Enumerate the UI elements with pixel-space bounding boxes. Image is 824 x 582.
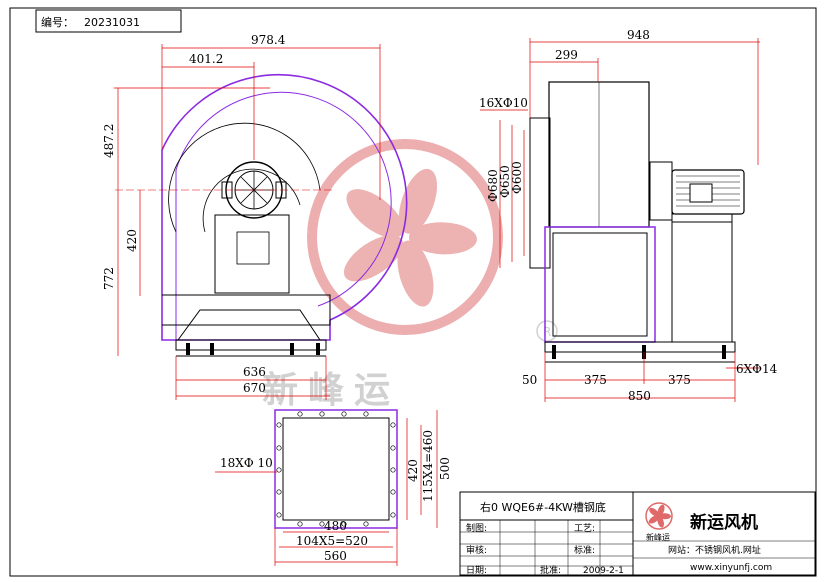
dim-flange-104x5: 104X5=520 <box>296 534 368 548</box>
dim-side-lower: 772 <box>102 267 116 290</box>
drawing-frame <box>9 7 817 577</box>
flange-view: 18XΦ 10 420 115X4=460 500 480 104X5=520 … <box>215 409 452 566</box>
company-logo <box>645 502 673 530</box>
front-view: 948 299 16XΦ10 Φ680 Φ650 Φ600 50 375 375… <box>479 28 778 403</box>
dim-front-holes: 16XΦ10 <box>479 96 528 110</box>
code-value: 20231031 <box>84 16 140 29</box>
dim-flange-500: 500 <box>438 457 452 480</box>
dim-base-670: 670 <box>243 381 266 395</box>
website-url: www.xinyunfj.com <box>690 563 772 573</box>
row-drawn: 制图: <box>466 522 487 534</box>
row-approve: 批准: <box>540 564 561 576</box>
dim-front-total: 948 <box>627 28 650 42</box>
code-label: 编号： <box>41 15 74 29</box>
dim-side-mid: 420 <box>125 229 139 252</box>
dim-base-636: 636 <box>243 365 266 379</box>
website-label: 网站：不锈钢风机.网址 <box>668 544 761 556</box>
dim-flange-420: 420 <box>406 459 420 482</box>
dim-front-850: 850 <box>628 389 651 403</box>
dim-side-upper: 487.2 <box>102 124 116 158</box>
dim-front-50: 50 <box>522 373 537 387</box>
dim-flange-115x4: 115X4=460 <box>421 430 435 502</box>
side-view: 978.4 401.2 487.2 420 772 636 670 <box>102 33 408 400</box>
label-process: 工艺: <box>574 523 595 534</box>
label-standard: 标准: <box>574 544 595 556</box>
model-text: 右0 WQE6#-4KW槽钢底 <box>480 500 606 514</box>
dim-side-offset: 401.2 <box>189 52 223 66</box>
label-date: 日期: <box>466 565 487 576</box>
logo-caption: 新峰运 <box>646 532 670 542</box>
dim-side-total: 978.4 <box>251 33 286 47</box>
dim-flange-480: 480 <box>324 519 347 533</box>
dim-dia-600: Φ600 <box>510 161 524 194</box>
watermark-text: 新峰运 <box>262 370 400 411</box>
flange-bolt-holes <box>276 411 396 527</box>
dim-flange-holes: 18XΦ 10 <box>220 456 273 470</box>
dim-dia-680: Φ680 <box>486 169 500 202</box>
title-block: 右0 WQE6#-4KW槽钢底 制图: 审核: 批准: 工艺: 标准: 日期: … <box>459 491 816 576</box>
row-review: 审核: <box>466 544 487 556</box>
dim-front-base-holes: 6XΦ14 <box>736 362 778 376</box>
dim-front-375b: 375 <box>668 373 691 387</box>
dim-dia-650: Φ650 <box>498 165 512 198</box>
company-name: 新运风机 <box>690 512 758 533</box>
date-value: 2009-2-1 <box>583 566 624 576</box>
drawing-code-box: 编号： 20231031 <box>35 9 182 33</box>
dim-flange-560: 560 <box>324 549 347 563</box>
dim-front-375a: 375 <box>584 373 607 387</box>
registered-letter: R <box>543 325 551 339</box>
registered-mark <box>536 320 558 342</box>
dim-front-offset: 299 <box>555 48 578 62</box>
watermark-logo: R 新峰运 <box>262 139 558 411</box>
